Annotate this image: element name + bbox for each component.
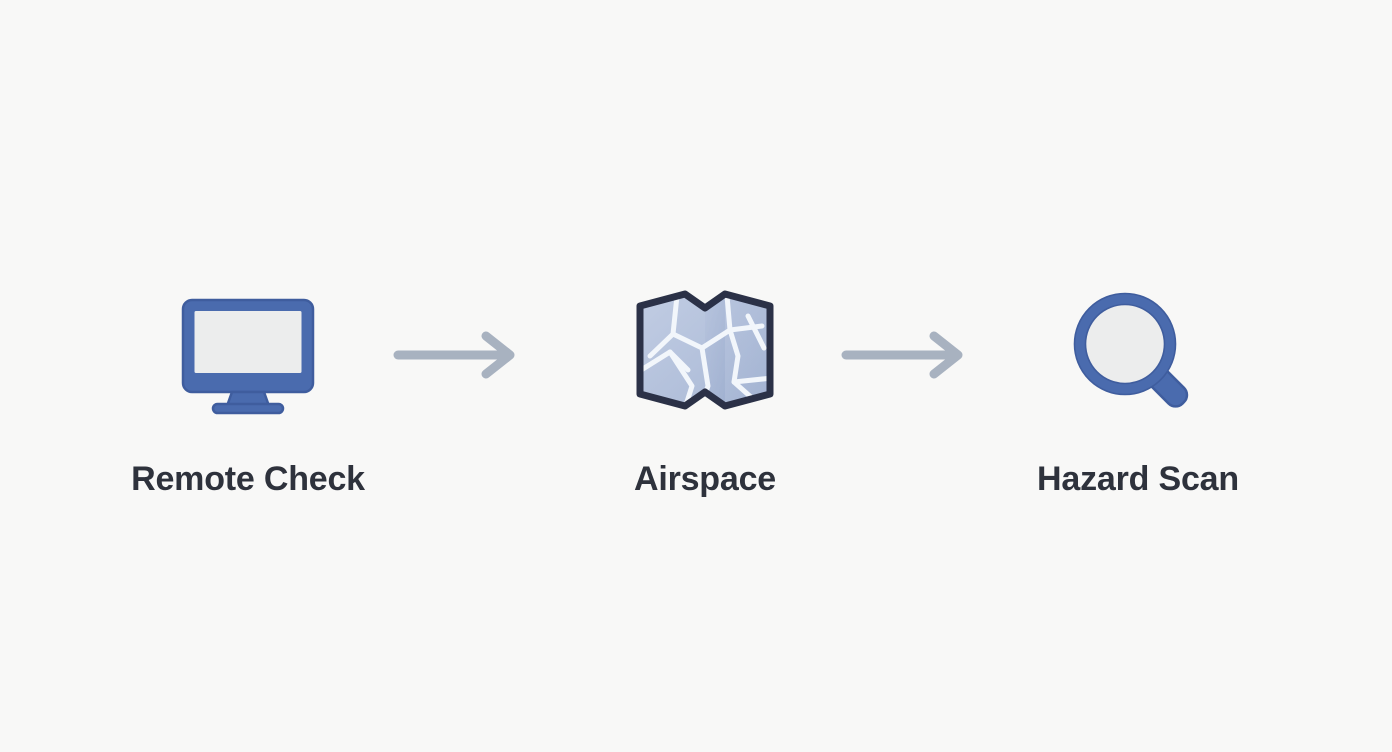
connector-arrow-2 xyxy=(840,330,970,380)
step-label-remote-check: Remote Check xyxy=(131,460,365,498)
step-airspace[interactable]: Airspace xyxy=(555,286,855,499)
monitor-icon-wrapper xyxy=(173,286,323,416)
monitor-icon xyxy=(181,298,315,415)
arrow-right-icon xyxy=(393,331,515,379)
map-icon-wrapper xyxy=(630,286,780,416)
magnifier-icon xyxy=(1073,292,1189,408)
step-label-airspace: Airspace xyxy=(633,460,777,498)
arrow-right-icon xyxy=(841,331,963,379)
step-hazard-scan[interactable]: Hazard Scan xyxy=(988,286,1288,499)
step-label-hazard-scan: Hazard Scan xyxy=(1037,460,1239,498)
map-icon xyxy=(636,290,774,410)
magnifier-icon-wrapper xyxy=(1063,286,1213,416)
connector-arrow-1 xyxy=(392,330,522,380)
step-remote-check[interactable]: Remote Check xyxy=(98,286,398,499)
